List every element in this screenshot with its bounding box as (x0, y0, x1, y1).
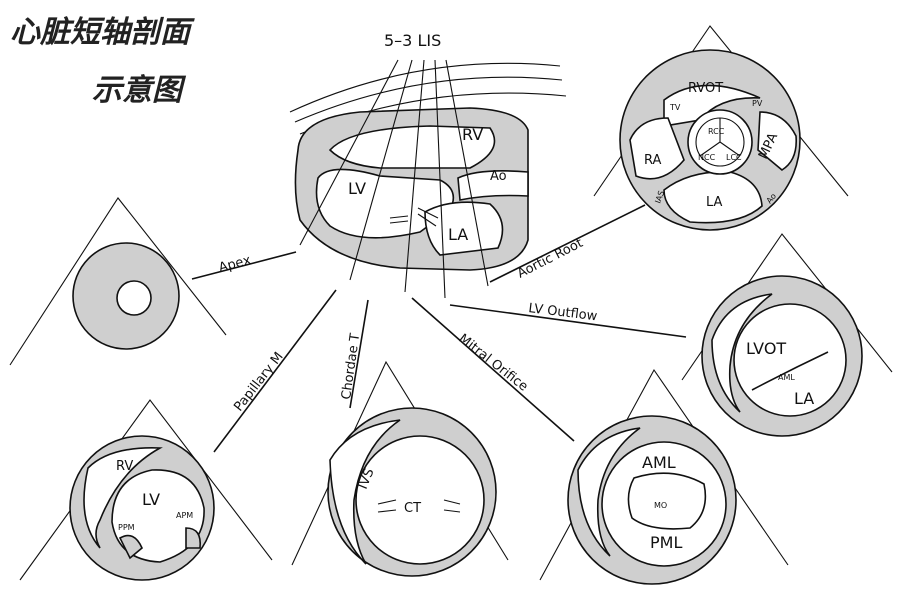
papillary-label: Papillary M (231, 350, 286, 415)
heart-rv-label: RV (462, 125, 483, 144)
apex-label: Apex (217, 253, 253, 276)
papillary-lv-label: LV (142, 490, 160, 509)
probe-label: 5–3 LIS (384, 31, 441, 50)
papillary-rv-label: RV (116, 459, 133, 474)
title-line2: 示意图 (92, 73, 187, 108)
ra-label: RA (644, 153, 662, 168)
heart-la-label: LA (448, 225, 468, 244)
outflow-la-label: LA (794, 389, 814, 408)
lvot-label: LVOT (746, 339, 786, 358)
aortic-root-view: RVOT TV PV RA MPA IAS LA Ao RCC LCC NCC (594, 26, 848, 230)
lcc-label: LCC (726, 153, 742, 162)
chordae-label: Chordae T (339, 332, 363, 400)
mitral-aml-label: AML (642, 453, 676, 472)
mitral-label: Mitral Orifice (456, 331, 531, 394)
mo-label: MO (654, 501, 667, 510)
tv-label: TV (669, 103, 681, 112)
chest-wall-line (290, 63, 560, 112)
heart-ao-label: Ao (490, 169, 507, 184)
lv-outflow-view: LVOT AML LA (682, 234, 892, 436)
pml-label: PML (650, 533, 682, 552)
apex-view (10, 198, 226, 365)
ppm-label: PPM (118, 523, 135, 532)
title-line1: 心脏短轴剖面 (10, 15, 195, 50)
long-axis-heart: LV RV Ao LA (290, 63, 566, 270)
rvot-label: RVOT (688, 81, 723, 96)
apm-label: APM (176, 511, 193, 520)
chordae-view: IVS CT (292, 362, 508, 576)
ct-label: CT (404, 501, 421, 516)
papillary-view: RV LV PPM APM (20, 400, 272, 580)
ncc-label: NCC (698, 153, 716, 162)
outflow-aml-label: AML (778, 373, 795, 382)
pv-label: PV (752, 99, 763, 108)
rcc-label: RCC (708, 127, 725, 136)
heart-lv-label: LV (348, 179, 366, 198)
aortic-la-label: LA (706, 195, 723, 210)
